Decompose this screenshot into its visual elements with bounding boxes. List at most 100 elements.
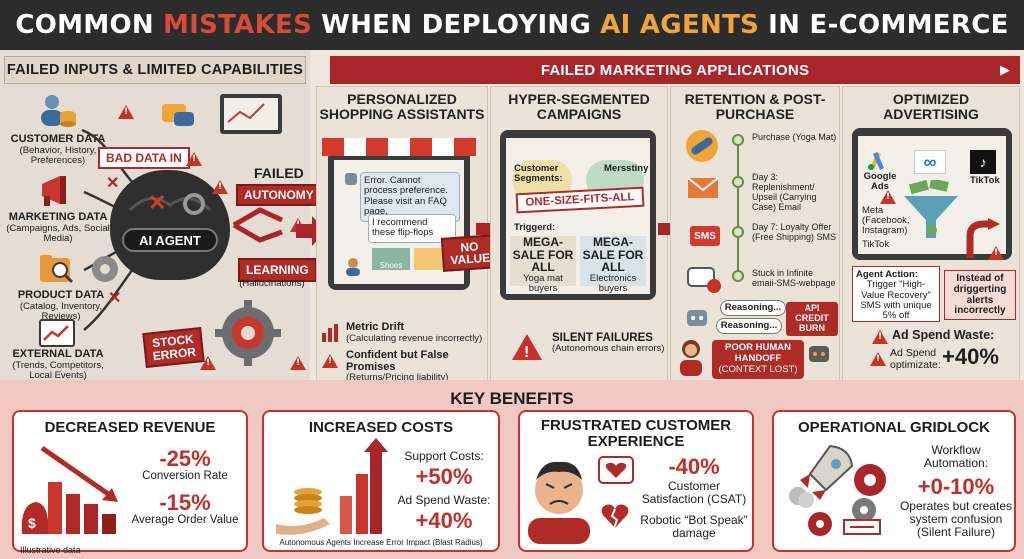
title-part: COMMON — [15, 10, 154, 40]
customer-data-label: CUSTOMER DATA(Behavior, History, Prefere… — [10, 133, 106, 166]
u-turn-arrow — [966, 218, 1000, 258]
csat-value: -40% — [668, 454, 720, 479]
svg-text:$: $ — [28, 515, 36, 531]
mega-sale-card-2: MEGA-SALE FOR ALL Electronics buyers — [580, 236, 646, 294]
chart-icon — [39, 319, 75, 347]
support-costs-label: Support Costs: — [404, 449, 484, 463]
chat-bubble-icon — [162, 104, 194, 126]
card-title: INCREASED COSTS — [308, 419, 454, 436]
bar-chart-icon — [322, 324, 338, 342]
ai-agent-label: AI AGENT — [122, 228, 218, 252]
ai-agent-brain — [110, 170, 230, 280]
angry-customer-icon — [528, 461, 590, 544]
timeline-dot — [732, 176, 744, 188]
false-promises: Confident but False Promises(Returns/Pri… — [346, 349, 449, 384]
robot-icon — [687, 310, 707, 326]
title-highlight: AI AGENTS — [600, 10, 760, 40]
column-title: PERSONALIZED SHOPPING ASSISTANTS — [319, 91, 485, 122]
email-icon — [687, 177, 719, 198]
warning-icon — [880, 190, 896, 204]
learning-sub: (Hallucinations) — [239, 278, 305, 289]
conversion-rate-value: -25% — [159, 446, 211, 471]
small-gear-icon — [92, 256, 118, 282]
google-ads-icon — [868, 152, 884, 170]
ad-spend-waste-title: Ad Spend Waste: — [892, 328, 995, 342]
svg-text:✕: ✕ — [108, 290, 121, 307]
declining-bars-icon: $ — [21, 445, 118, 534]
csat-label: Customer Satisfaction (CSAT) — [641, 479, 747, 507]
workflow-automation-label: Workflow Automation: — [923, 443, 989, 471]
warning-icon — [870, 352, 886, 366]
bot-speak-label: Robotic “Bot Speak” damage — [640, 513, 748, 541]
segments-label: Customer Segments: — [514, 163, 563, 185]
column-title: OPTIMIZED ADVERTISING — [883, 91, 979, 122]
metric-drift: Metric Drift(Calculating revenue incorre… — [346, 321, 483, 344]
sms-icon: SMS — [690, 226, 720, 246]
page-title: COMMON MISTAKES WHEN DEPLOYING AI AGENTS… — [0, 0, 1024, 50]
product-data-label: PRODUCT DATA(Catalog, Inventory, Reviews… — [17, 289, 105, 322]
google-ads-label: Google Ads — [863, 171, 897, 193]
timeline-dot — [732, 226, 744, 238]
customer-data-icon — [41, 95, 76, 127]
card-title: OPERATIONAL GRIDLOCK — [798, 419, 990, 436]
awning-icon — [322, 138, 476, 156]
timeline-dot — [732, 270, 744, 282]
marketing-data-label: MARKETING DATA(Campaigns, Ads, Social Me… — [6, 211, 110, 244]
svg-text:!: ! — [524, 344, 529, 361]
chat-message-error: Error. Cannot process preference. Please… — [360, 172, 460, 222]
ad-spend-label: Ad Spend Waste: — [397, 493, 491, 507]
silent-failures: SILENT FAILURES(Autonomous chain errors) — [552, 332, 665, 355]
tiktok-label: TikTok — [862, 239, 890, 250]
conversion-rate-label: Conversion Rate — [142, 470, 228, 482]
timeline-step-4: Stuck in Infinite emaii-SMS-webpage — [752, 268, 836, 289]
aov-value: -15% — [159, 490, 211, 515]
folder-search-icon — [40, 255, 74, 284]
ad-spend-value: +40% — [942, 344, 999, 369]
agent-action-box: Agent Action: Trigger "High-Value Recove… — [852, 266, 940, 322]
reasoning-bubble: Reasoning... — [720, 300, 786, 316]
section-title: FAILED INPUTS & LIMITED CAPABILITIES — [4, 56, 306, 84]
warning-icon — [212, 180, 228, 194]
svg-text:✕: ✕ — [106, 175, 119, 192]
broken-heart-icon — [598, 456, 634, 484]
reasoning-bubble: Reasoning... — [716, 318, 782, 334]
warning-icon — [118, 105, 134, 119]
product-card-shoes: Shoes — [372, 248, 410, 270]
footnote: Illustrative data — [20, 545, 81, 555]
yoga-mat-icon — [686, 130, 718, 162]
warning-icon — [872, 330, 888, 344]
instead-box: Instead of driggerting alerts incorrectl… — [944, 270, 1016, 320]
aov-label: Average Order Value — [131, 514, 239, 526]
robot-icon — [809, 346, 829, 362]
ad-spend-value: +40% — [415, 508, 473, 533]
section-title: KEY BENEFITS — [450, 389, 574, 408]
dashboard-monitor-icon — [220, 94, 282, 134]
learning-badge: LEARNING — [238, 258, 317, 282]
warning-icon — [322, 354, 338, 368]
warning-large-icon: ! — [512, 334, 542, 361]
broken-heart-icon — [601, 504, 629, 529]
rising-costs-icon — [276, 438, 388, 535]
meta-label: Meta (Facebook, Instagram) — [862, 205, 910, 236]
branch-arrows — [232, 207, 284, 243]
column-title: RETENTION & POST-PURCHASE — [684, 91, 826, 122]
workflow-automation-value: +0-10% — [917, 474, 995, 499]
timeline-step-2: Day 3: Replenishment/ Upseil (Carrying C… — [752, 172, 817, 213]
meta-icon: ∞ — [914, 150, 946, 174]
timeline-line — [737, 136, 739, 280]
tiktok-logo-label: TikTok — [970, 175, 1000, 186]
warning-icon — [290, 356, 306, 370]
rocket-gears-icon — [789, 444, 886, 536]
gears-icon — [215, 300, 281, 366]
external-data-label: EXTERNAL DATA(Trends, Competitors, Local… — [12, 348, 104, 381]
megaphone-icon — [42, 176, 66, 206]
title-part: IN E-COMMERCE — [768, 10, 1009, 40]
warning-icon — [186, 152, 202, 166]
warning-icon — [988, 246, 1004, 260]
timeline-dot — [732, 134, 744, 146]
tiktok-icon: ♪ — [970, 150, 996, 174]
ad-spend-sub: Ad Spend optimizate: — [890, 347, 941, 371]
support-costs-value: +50% — [415, 464, 473, 489]
column-title: HYPER-SEGMENTED CAMPAIGNS — [508, 91, 650, 122]
